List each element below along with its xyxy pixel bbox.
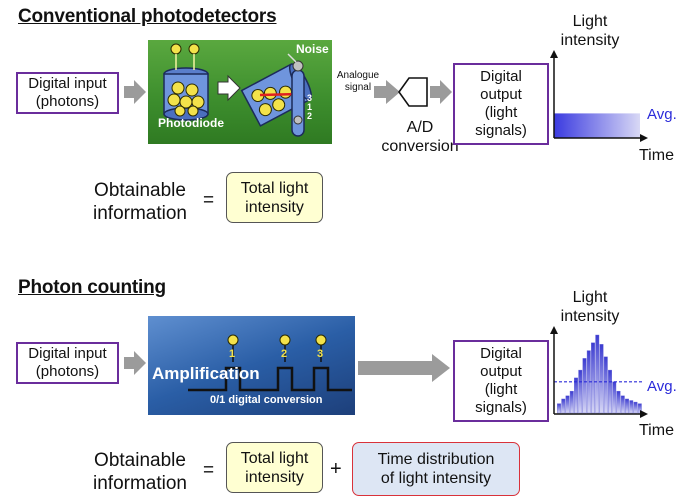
histogram-bar (582, 358, 587, 414)
ad-line2: conversion (381, 138, 459, 155)
digital-output-box: Digital output (light signals) (453, 63, 549, 145)
obtain-line1: Obtainable (94, 450, 186, 471)
amplification-label: Amplification (152, 364, 260, 383)
intensity-histogram (550, 326, 648, 418)
long-grey-arrow-icon (358, 354, 450, 382)
histogram-bar (616, 390, 621, 414)
output-line3: (light (484, 381, 518, 398)
avg-label: Avg. (647, 106, 677, 123)
chart-ylabel: Light intensity (553, 288, 627, 326)
average-intensity-area (554, 113, 640, 138)
histogram-bar (637, 403, 642, 414)
pulse-number-1: 1 (229, 348, 236, 360)
histogram-bar (629, 400, 634, 414)
output-line4: signals) (475, 399, 527, 416)
chart-ylabel-line2: intensity (560, 308, 620, 325)
result-line1: Total light (240, 179, 309, 197)
histogram-bar (625, 398, 629, 414)
pulse-number-3: 3 (317, 348, 324, 360)
ad-conversion-label: A/D conversion (380, 118, 460, 156)
analogue-line1: Analogue (336, 70, 380, 81)
histogram-bar (561, 398, 566, 414)
equals-sign: = (203, 190, 215, 211)
intensity-chart-average (550, 50, 648, 142)
time-distribution-box: Time distribution of light intensity (352, 442, 520, 496)
digital-input-line1: Digital input (28, 75, 107, 92)
photodiode-illustration: Noise Photodiode 3 1 2 (148, 40, 332, 144)
histogram-bar (595, 334, 600, 414)
pulse-drawing (188, 334, 352, 392)
total-light-intensity-box: Total light intensity (226, 172, 323, 223)
histogram-bar (612, 381, 617, 414)
analogue-signal-label: Analogue signal (333, 70, 383, 94)
photodiode-drawing (163, 43, 313, 137)
result2-line2: of light intensity (380, 470, 492, 487)
digital-input-line1: Digital input (28, 345, 107, 362)
histogram-bar (569, 390, 574, 414)
digital-conversion-label: 0/1 digital conversion (210, 394, 323, 406)
section-heading-photon-counting: Photon counting (18, 277, 166, 298)
grey-arrow-icon (124, 80, 146, 104)
pulse-number-2: 2 (281, 348, 288, 360)
histogram-bar (591, 342, 595, 414)
number-2: 2 (307, 111, 313, 121)
result-line2: intensity (245, 198, 304, 216)
number-3: 3 (307, 93, 313, 103)
ad-converter-icon (398, 77, 428, 107)
digital-input-line2: (photons) (35, 363, 100, 380)
histogram-bar (574, 377, 578, 414)
section-heading-conventional: Conventional photodetectors (18, 6, 277, 27)
grey-arrow-icon (430, 80, 452, 104)
chart-ylabel: Light intensity (553, 12, 627, 50)
obtainable-info-label: Obtainable information (80, 449, 200, 495)
obtainable-info-label: Obtainable information (80, 179, 200, 225)
histogram-bar (608, 369, 612, 414)
ad-line1: A/D (406, 119, 434, 136)
time-label: Time (639, 422, 674, 439)
result1-line1: Total light (240, 449, 309, 467)
histogram-bar (557, 403, 561, 414)
obtain-line2: information (93, 473, 187, 494)
equals-sign: = (203, 460, 215, 481)
output-line2: output (480, 86, 522, 103)
histogram-bar (620, 395, 625, 414)
grey-arrow-icon (124, 351, 146, 375)
number-1: 1 (307, 102, 313, 112)
amplification-illustration: 1 2 3 Amplification 0/1 digital conversi… (148, 316, 355, 415)
obtain-line1: Obtainable (94, 180, 186, 201)
chart-ylabel-line1: Light (572, 13, 608, 30)
analogue-line2: signal (344, 82, 372, 93)
photodiode-label: Photodiode (158, 116, 224, 130)
output-line4: signals) (475, 122, 527, 139)
chart-ylabel-line2: intensity (560, 32, 620, 49)
obtain-line2: information (93, 203, 187, 224)
plus-sign: + (330, 458, 342, 480)
histogram-bar (603, 356, 608, 414)
histogram-bar (599, 344, 604, 414)
output-line1: Digital (480, 345, 522, 362)
histogram-bar (633, 401, 638, 414)
digital-output-box: Digital output (light signals) (453, 340, 549, 422)
total-light-intensity-box: Total light intensity (226, 442, 323, 493)
photodiode-numbers: 3 1 2 (307, 94, 312, 121)
digital-input-box: Digital input (photons) (16, 342, 119, 384)
time-label: Time (639, 147, 674, 164)
histogram-bar (578, 369, 583, 414)
output-line1: Digital (480, 68, 522, 85)
chart-ylabel-line1: Light (572, 289, 608, 306)
digital-input-box: Digital input (photons) (16, 72, 119, 114)
result2-line1: Time distribution (377, 451, 495, 468)
output-line3: (light (484, 104, 518, 121)
digital-input-line2: (photons) (35, 93, 100, 110)
grey-arrow-icon (374, 80, 400, 104)
avg-label: Avg. (647, 378, 677, 395)
output-line2: output (480, 363, 522, 380)
result1-line2: intensity (245, 468, 304, 486)
noise-label: Noise (296, 42, 329, 56)
histogram-bar (565, 395, 570, 414)
